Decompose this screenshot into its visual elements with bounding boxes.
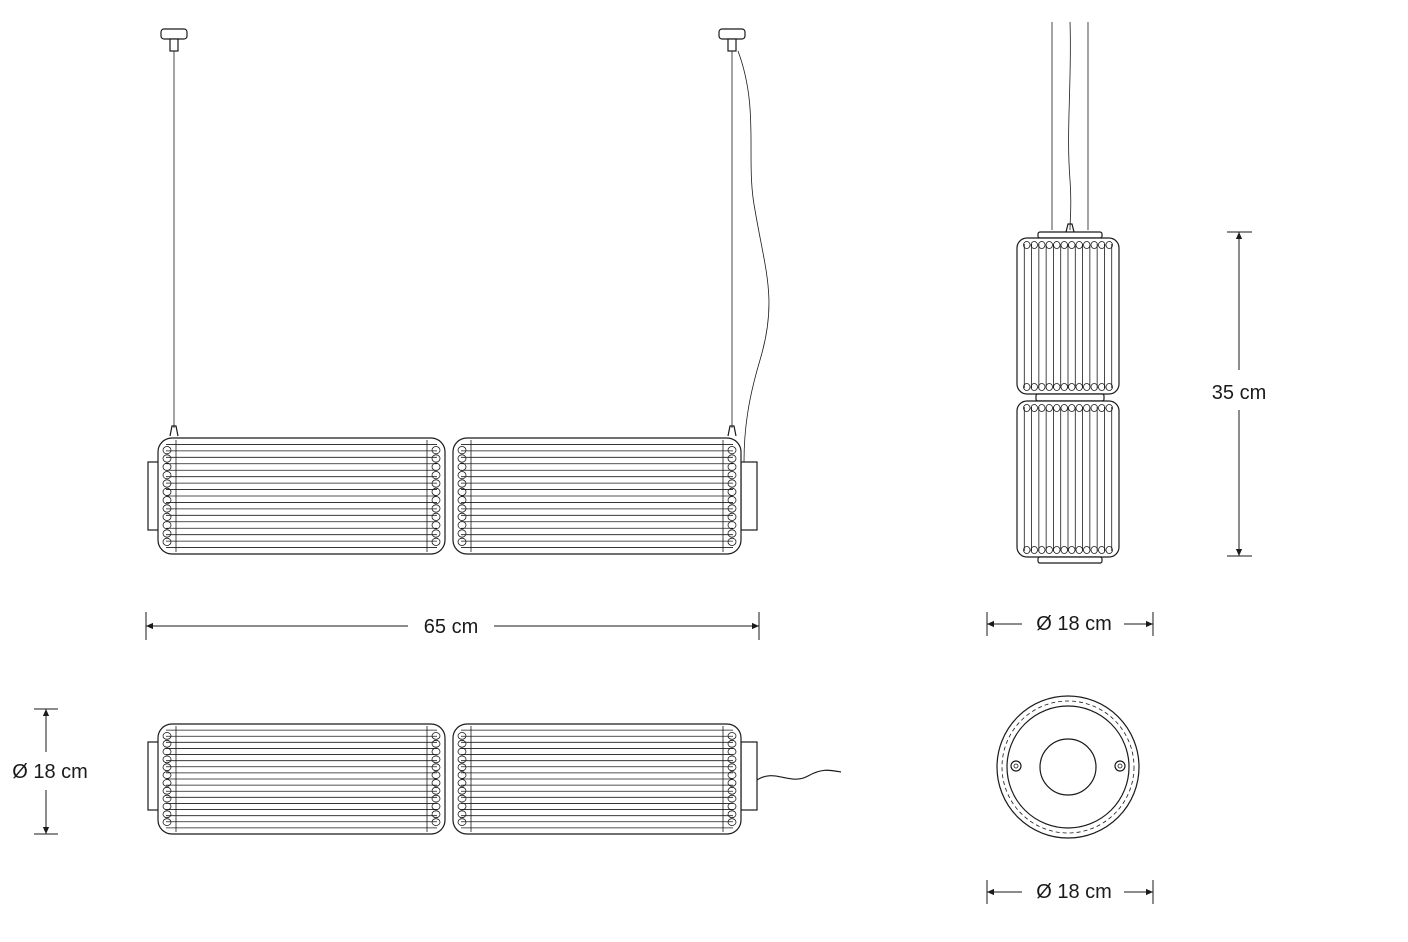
side-diameter-label: Ø 18 cm (1036, 613, 1112, 635)
length-label: 65 cm (424, 616, 478, 638)
side-bottom-cap (1037, 556, 1103, 564)
length-dimension: 65 cm (145, 612, 760, 640)
ceiling-canopy-right (718, 28, 746, 52)
side-power-cable (1068, 21, 1072, 231)
power-cable (737, 50, 770, 463)
mounting-screw-right (1114, 760, 1126, 772)
side-top-cap (1037, 231, 1103, 239)
plan-view (147, 723, 842, 835)
ceiling-canopy-left (160, 28, 188, 52)
glass-shade-left (157, 437, 446, 555)
side-elevation-view (1016, 21, 1120, 564)
glass-shade-upper-side (1016, 237, 1120, 395)
glass-shade-right-plan (452, 723, 742, 835)
end-view-outer-ring (996, 695, 1140, 839)
mounting-screw-left (1010, 760, 1022, 772)
bottom-diameter-dimension: Ø 18 cm (986, 880, 1154, 904)
bottom-diameter-label: Ø 18 cm (1036, 881, 1112, 903)
glass-shade-right (452, 437, 742, 555)
end-cap-right (740, 461, 758, 531)
side-middle-ring (1035, 393, 1105, 402)
plan-diameter-dimension: Ø 18 cm (12, 708, 88, 835)
front-elevation-view (147, 28, 770, 555)
end-view-inner-ring (1006, 705, 1130, 829)
end-view (996, 695, 1140, 839)
glass-shade-left-plan (157, 723, 446, 835)
end-view-center-hole (1039, 738, 1097, 796)
glass-shade-lower-side (1016, 400, 1120, 558)
height-label: 35 cm (1212, 382, 1266, 404)
plan-diameter-label: Ø 18 cm (12, 761, 88, 783)
power-cable-plan (756, 769, 842, 781)
height-dimension: 35 cm (1212, 231, 1266, 557)
side-diameter-dimension: Ø 18 cm (986, 612, 1154, 636)
end-cap-right-plan (740, 741, 758, 811)
